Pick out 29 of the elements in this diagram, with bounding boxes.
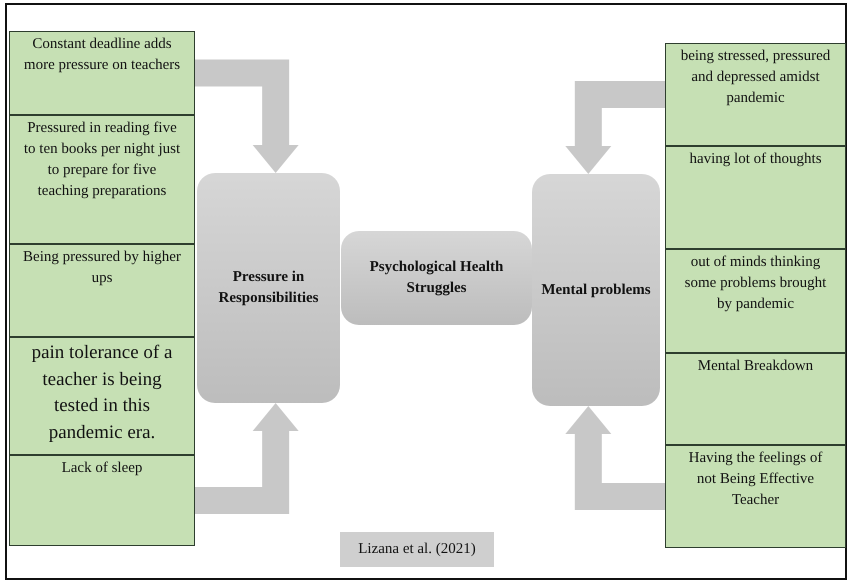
node-text: out of minds thinking some problems brought by pandemic bbox=[684, 253, 828, 314]
node-text: Pressured in reading five to ten books per night just to prepare for five teaching preparations bbox=[22, 119, 182, 201]
node-text: Lizana et al. (2021) bbox=[358, 540, 476, 559]
rounded-box bbox=[341, 231, 532, 325]
node-text: Psychological Health Struggles bbox=[368, 258, 504, 298]
citation-box bbox=[340, 532, 494, 567]
text-box bbox=[9, 31, 195, 115]
node-text: Pressure in Responsibilities bbox=[217, 268, 320, 308]
node-text: pain tolerance of a teacher is being tested in this pandemic era. bbox=[30, 341, 174, 445]
text-box bbox=[665, 445, 846, 548]
text-box bbox=[9, 115, 195, 244]
text-box bbox=[665, 146, 846, 249]
node-text: Being pressured by higher ups bbox=[22, 248, 182, 288]
text-box bbox=[665, 353, 846, 445]
block-arrow bbox=[565, 81, 665, 174]
rounded-box bbox=[532, 174, 660, 406]
node-text: Mental problems bbox=[541, 280, 651, 300]
node-text: being stressed, pressured and depressed amidst pandemic bbox=[680, 47, 832, 108]
text-box bbox=[9, 244, 195, 337]
node-text: Constant deadline adds more pressure on teachers bbox=[22, 35, 182, 75]
text-box bbox=[9, 337, 195, 455]
node-text: having lot of thoughts bbox=[689, 150, 822, 169]
node-text: Having the feelings of not Being Effective Teacher bbox=[688, 449, 824, 510]
text-box bbox=[665, 43, 846, 146]
node-text: Lack of sleep bbox=[62, 459, 142, 478]
node-text: Mental Breakdown bbox=[698, 357, 814, 376]
text-box bbox=[9, 455, 195, 546]
text-box bbox=[665, 249, 846, 353]
rounded-box bbox=[197, 173, 340, 403]
